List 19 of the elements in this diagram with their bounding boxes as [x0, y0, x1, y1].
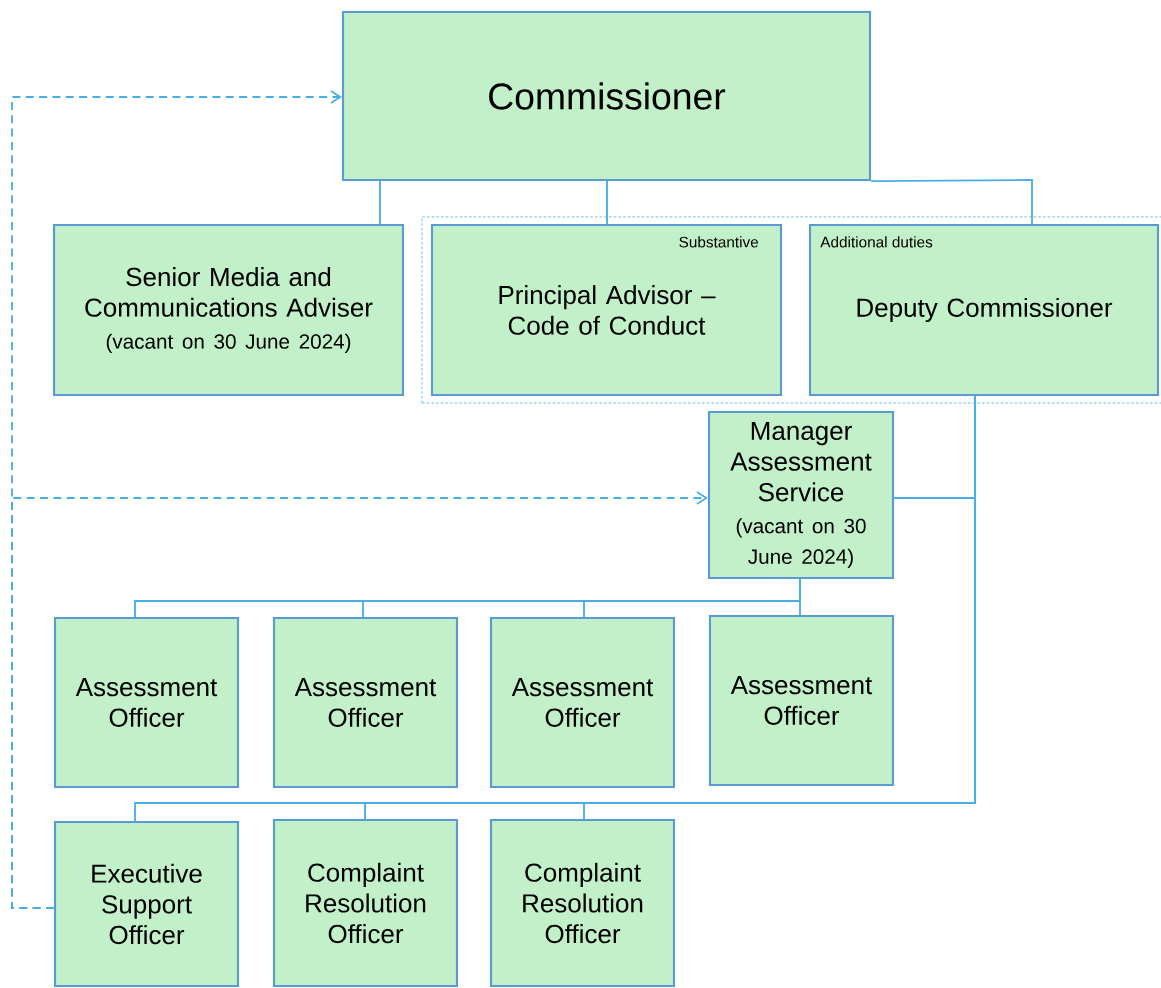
group-outline — [421, 216, 1161, 404]
connector-line — [606, 180, 608, 225]
connector-line — [799, 578, 801, 616]
connector-line — [870, 179, 1033, 225]
position-box: Assessment Officer — [272, 616, 459, 789]
position-box: Assessment Officer — [708, 614, 895, 787]
position-box: Complaint Resolution Officer — [489, 818, 676, 988]
position-box: Senior Media and Communications Adviser (vacant on 30 June 2024) — [52, 223, 405, 397]
role-note: Additional duties — [820, 236, 933, 248]
role-note: Substantive — [679, 236, 759, 248]
position-box: Assessment Officer — [489, 616, 676, 789]
dashed-arrow — [11, 491, 708, 909]
connector-line — [583, 395, 976, 820]
position-box: Complaint Resolution Officer — [272, 818, 459, 988]
connector-line — [379, 180, 381, 225]
position-box: Manager Assessment Service (vacant on 30 June 2024) — [707, 410, 895, 580]
position-box: Executive Support Officer — [53, 820, 240, 988]
position-box: Assessment Officer — [53, 616, 240, 789]
position-box: Commissioner — [341, 10, 872, 182]
